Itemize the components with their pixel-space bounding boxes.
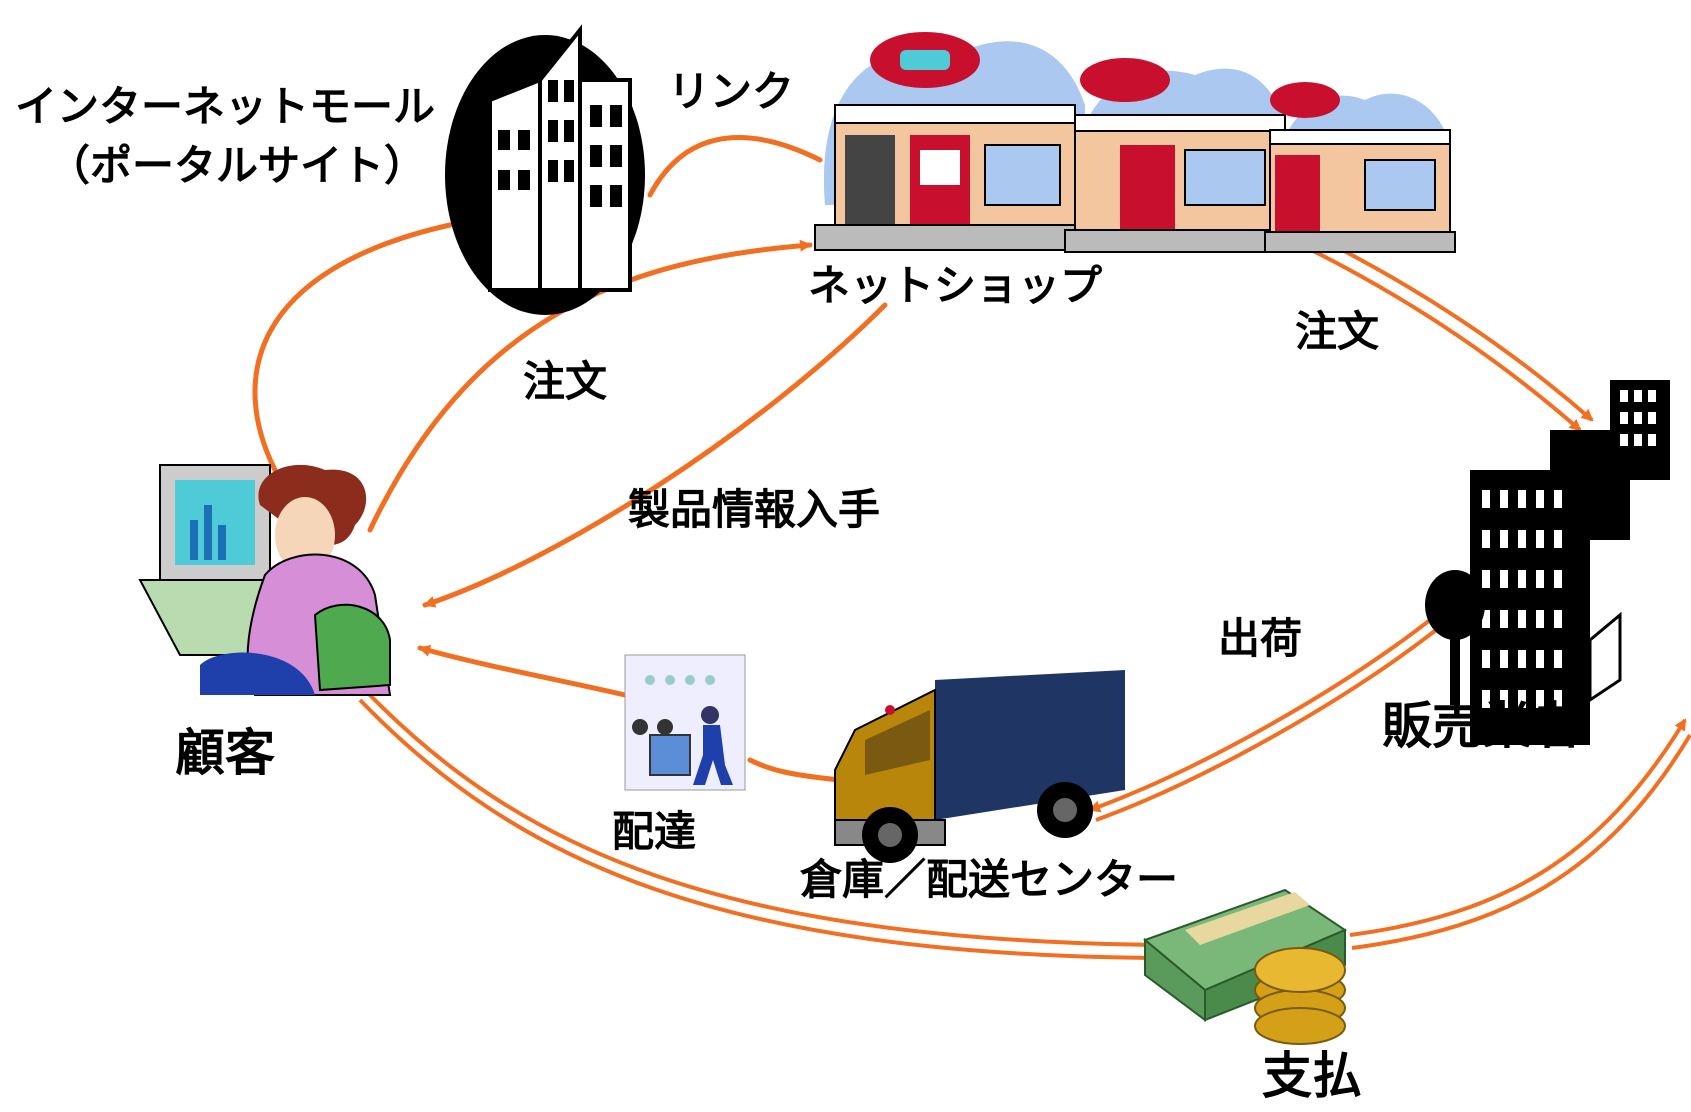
shipping-label: 出荷 [1218,614,1303,663]
truck-delivery-connector [747,757,843,783]
order-to-shop-label: 注文 [523,357,608,406]
delivery-arrow [417,644,628,698]
shop-storefront-icon [814,32,1456,253]
shipping-arrow-b [1095,628,1438,822]
order-to-vendor-arrow-a [1269,228,1582,432]
mall-label-line1: インターネットモール [15,82,436,131]
mall-building-icon [445,24,645,315]
payment-to-vendor-b [1351,733,1691,950]
payment-to-vendor-a [1349,718,1687,937]
link-connector [647,135,823,198]
warehouse-label: 倉庫／配送センター [800,855,1179,904]
customer-label: 顧客 [175,724,275,782]
money-stack-icon [1143,888,1348,1045]
shipping-arrow-a [1088,618,1432,813]
customer-mall-connector [252,222,453,473]
shop-1 [814,32,1096,251]
delivery-person-icon [624,654,746,791]
payment-label: 支払 [1262,1047,1362,1105]
delivery-truck-icon [834,670,1125,863]
payment-flow-b [358,698,1161,960]
shop-3 [1264,82,1456,253]
shop-label: ネットショップ [808,261,1103,310]
city-buildings-icon [1425,380,1670,745]
vendor-label: 販売業者 [1382,697,1582,755]
shop-2 [1064,58,1291,253]
link-label: リンク [668,67,795,116]
double-connectors [358,218,1691,960]
order-to-shop-arrow [367,239,813,533]
mall-label-line2: （ポータルサイト） [48,141,427,190]
payment-flow-a [363,688,1161,947]
delivery-label: 配達 [612,807,697,856]
connectors [252,135,888,783]
product-info-arrow [422,302,888,608]
product-info-label: 製品情報入手 [628,485,881,534]
customer-at-computer-icon [138,464,392,696]
order-to-vendor-label: 注文 [1295,307,1380,356]
